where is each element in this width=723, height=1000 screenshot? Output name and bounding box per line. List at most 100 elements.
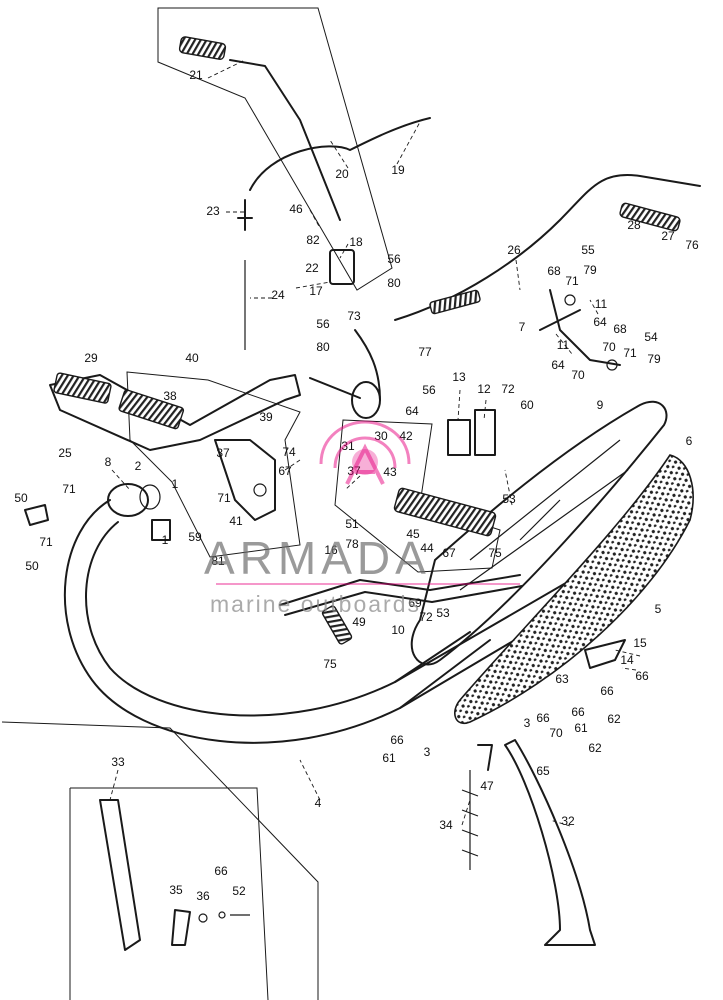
part-callout-5: 5 bbox=[655, 602, 662, 616]
part-callout-40: 40 bbox=[185, 351, 199, 365]
part-callout-35: 35 bbox=[169, 883, 183, 897]
part-callout-71: 71 bbox=[62, 482, 76, 496]
part-callout-70: 70 bbox=[602, 340, 616, 354]
part-callout-56: 56 bbox=[422, 383, 436, 397]
shift-lever bbox=[539, 289, 621, 371]
kick-shaft bbox=[229, 59, 355, 350]
part-callout-77: 77 bbox=[418, 345, 432, 359]
part-callout-12: 12 bbox=[477, 382, 491, 396]
part-callout-21: 21 bbox=[189, 68, 203, 82]
part-callout-18: 18 bbox=[349, 235, 363, 249]
part-callout-66: 66 bbox=[214, 864, 228, 878]
part-callout-13: 13 bbox=[452, 370, 466, 384]
part-callout-75: 75 bbox=[323, 657, 337, 671]
part-callout-50: 50 bbox=[14, 491, 28, 505]
part-callout-66: 66 bbox=[571, 705, 585, 719]
footrest-bar bbox=[279, 487, 523, 645]
part-callout-71: 71 bbox=[39, 535, 53, 549]
part-callout-70: 70 bbox=[571, 368, 585, 382]
exhaust-pipe bbox=[63, 483, 651, 744]
brackets bbox=[24, 409, 626, 669]
part-callout-27: 27 bbox=[661, 229, 675, 243]
brand-logo-mark bbox=[319, 420, 411, 485]
part-callout-22: 22 bbox=[305, 261, 319, 275]
part-callout-31: 31 bbox=[341, 439, 355, 453]
part-callout-9: 9 bbox=[597, 398, 604, 412]
part-callout-47: 47 bbox=[480, 779, 494, 793]
part-callout-17: 17 bbox=[309, 284, 323, 298]
part-callout-82: 82 bbox=[306, 233, 320, 247]
part-callout-54: 54 bbox=[644, 330, 658, 344]
part-callout-16: 16 bbox=[324, 543, 338, 557]
part-callout-8: 8 bbox=[105, 455, 112, 469]
part-callout-51: 51 bbox=[345, 517, 359, 531]
part-callout-66: 66 bbox=[635, 669, 649, 683]
part-callout-39: 39 bbox=[259, 410, 273, 424]
part-callout-68: 68 bbox=[547, 264, 561, 278]
watermark-brand: ARMADA bbox=[204, 532, 431, 584]
part-callout-32: 32 bbox=[561, 814, 575, 828]
part-callout-42: 42 bbox=[399, 429, 413, 443]
part-callout-78: 78 bbox=[345, 537, 359, 551]
part-callout-67: 67 bbox=[442, 546, 456, 560]
part-callout-76: 76 bbox=[685, 238, 699, 252]
part-callout-29: 29 bbox=[84, 351, 98, 365]
part-callout-60: 60 bbox=[520, 398, 534, 412]
pivot-shaft bbox=[309, 329, 381, 419]
part-callout-44: 44 bbox=[420, 541, 434, 555]
part-callout-36: 36 bbox=[196, 889, 210, 903]
part-callout-41: 41 bbox=[229, 514, 243, 528]
part-callout-67: 67 bbox=[278, 464, 292, 478]
part-callout-64: 64 bbox=[593, 315, 607, 329]
part-callout-11: 11 bbox=[557, 338, 570, 352]
part-callout-63: 63 bbox=[555, 672, 569, 686]
part-callout-56: 56 bbox=[316, 317, 330, 331]
part-callout-71: 71 bbox=[565, 274, 579, 288]
part-callout-72: 72 bbox=[419, 610, 433, 624]
part-callout-75: 75 bbox=[488, 546, 502, 560]
cables bbox=[178, 36, 701, 321]
part-callout-1: 1 bbox=[162, 533, 169, 547]
part-callout-52: 52 bbox=[232, 884, 246, 898]
part-callout-23: 23 bbox=[206, 204, 220, 218]
part-callout-37: 37 bbox=[347, 464, 361, 478]
part-callout-28: 28 bbox=[627, 218, 641, 232]
part-callout-3: 3 bbox=[524, 716, 531, 730]
part-callout-55: 55 bbox=[581, 243, 595, 257]
part-callout-56: 56 bbox=[387, 252, 401, 266]
part-callout-26: 26 bbox=[507, 243, 521, 257]
part-callout-79: 79 bbox=[647, 352, 661, 366]
part-callout-64: 64 bbox=[551, 358, 565, 372]
part-callout-64: 64 bbox=[405, 404, 419, 418]
muffler bbox=[410, 400, 694, 725]
part-callout-7: 7 bbox=[519, 320, 526, 334]
part-callout-62: 62 bbox=[588, 741, 602, 755]
part-callout-46: 46 bbox=[289, 202, 303, 216]
part-callout-34: 34 bbox=[439, 818, 453, 832]
brake-pedal bbox=[49, 372, 301, 521]
part-callout-59: 59 bbox=[188, 530, 202, 544]
part-callout-65: 65 bbox=[536, 764, 550, 778]
part-callout-33: 33 bbox=[111, 755, 125, 769]
part-callout-20: 20 bbox=[335, 167, 349, 181]
part-callout-80: 80 bbox=[387, 276, 401, 290]
part-callout-74: 74 bbox=[282, 445, 296, 459]
part-callout-19: 19 bbox=[391, 163, 405, 177]
part-callout-10: 10 bbox=[391, 623, 405, 637]
part-callout-72: 72 bbox=[501, 382, 515, 396]
part-callout-69: 69 bbox=[408, 596, 422, 610]
leader-lines bbox=[109, 59, 641, 827]
part-callout-25: 25 bbox=[58, 446, 72, 460]
watermark: ARMADA marine outboards bbox=[204, 420, 520, 617]
part-callout-62: 62 bbox=[607, 712, 621, 726]
part-callout-73: 73 bbox=[347, 309, 361, 323]
part-callout-81: 81 bbox=[211, 554, 225, 568]
part-callout-3: 3 bbox=[424, 745, 431, 759]
part-callout-1: 1 bbox=[172, 477, 179, 491]
part-callout-61: 61 bbox=[382, 751, 396, 765]
part-callout-14: 14 bbox=[620, 653, 634, 667]
part-callout-11: 11 bbox=[595, 297, 608, 311]
part-callout-66: 66 bbox=[390, 733, 404, 747]
